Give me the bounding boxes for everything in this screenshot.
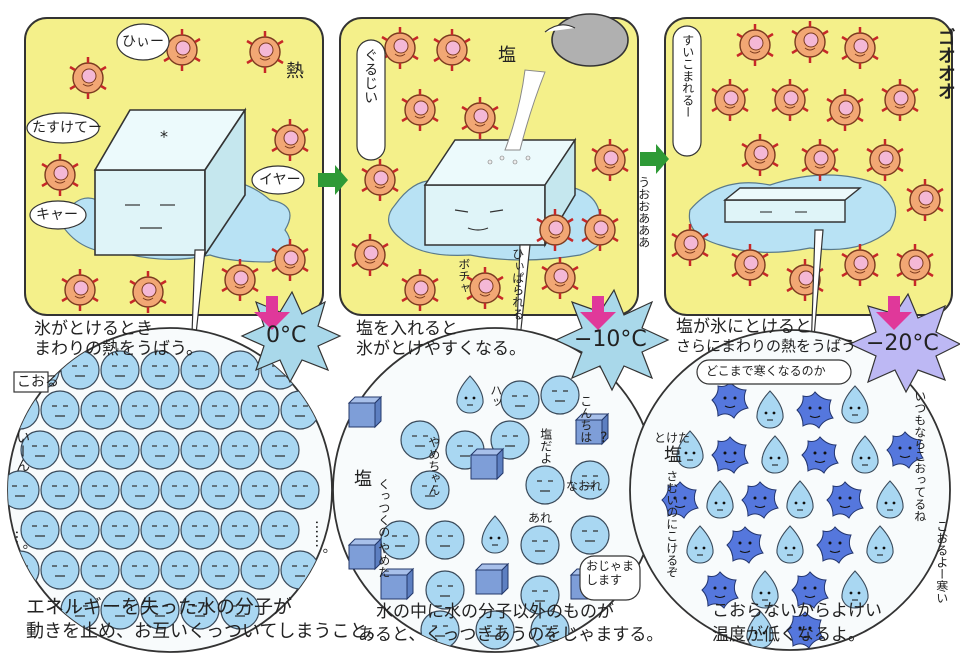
label-salt-c2: 塩 bbox=[354, 469, 372, 490]
speech-iyaa: イヤー bbox=[259, 172, 301, 188]
label-salt: 塩 bbox=[498, 45, 516, 66]
molecule-circle-3 bbox=[629, 329, 951, 651]
speech-itsumo-nara: いつもならこおってるね bbox=[912, 390, 927, 522]
speech-ha: ハッ bbox=[488, 384, 503, 408]
speech-kyaa: キャー bbox=[36, 207, 78, 223]
caption-2-line-2: 氷がとけやすくなる。 bbox=[356, 339, 526, 359]
temperature-minus-20c: −20°C bbox=[866, 331, 939, 356]
speech-naore: なおれ bbox=[566, 479, 603, 493]
speech-bocha: ボチャ bbox=[456, 258, 471, 294]
caption-1-line-2: まわりの熱をうばう。 bbox=[34, 339, 203, 359]
caption-3-line-1: 塩が氷にとけると bbox=[676, 317, 812, 337]
temperature-0c: 0°C bbox=[266, 323, 307, 348]
caption-2-line-1: 塩を入れると bbox=[356, 319, 458, 339]
speech-uoo: うおおあああ bbox=[636, 176, 651, 248]
caption-c3-line-2: 温度が低くなるよ。 bbox=[712, 625, 865, 645]
panel-2 bbox=[339, 13, 639, 316]
caption-c2-line-1: 水の中に水の分子以外のものが bbox=[376, 602, 614, 622]
panel-1 bbox=[24, 17, 324, 316]
caption-3-line-2: さらにまわりの熱をうばう bbox=[676, 337, 857, 355]
label-shio-c3: 塩 bbox=[664, 445, 682, 466]
speech-are: あれ bbox=[528, 511, 553, 525]
temperature-burst-3 bbox=[848, 292, 960, 394]
salt-cube-outside bbox=[348, 396, 382, 428]
speech-konnichiwa: こんちは bbox=[578, 395, 593, 443]
label-heat: 熱 bbox=[286, 61, 304, 82]
magenta-arrow-3 bbox=[876, 296, 912, 330]
speech-hipparareru: ひぃぱられる bbox=[510, 248, 525, 320]
caption-c3-line-1: こおらないからよけい bbox=[712, 601, 882, 621]
speech-suikomareru: すいこまれるー bbox=[680, 34, 695, 118]
speech-kooru-yo-samui: こおるよー寒い bbox=[934, 520, 949, 604]
green-arrow-1 bbox=[318, 165, 348, 195]
green-arrow-2 bbox=[640, 144, 669, 174]
magenta-arrow-2 bbox=[580, 296, 616, 330]
ice-mark: * bbox=[160, 127, 168, 146]
salt-container bbox=[544, 13, 629, 67]
dots-right: ……。 bbox=[312, 520, 329, 562]
speech-kuttsuku-yameta: くっつくの やめた bbox=[376, 478, 391, 578]
speech-yamechan: やめちゃん bbox=[426, 436, 441, 496]
speech-hii: ひぃー bbox=[122, 34, 164, 50]
panel-3 bbox=[664, 17, 953, 316]
thin-ice-slab bbox=[723, 187, 862, 223]
speech-samui-noni: さむいのにこけるぞ bbox=[664, 470, 679, 578]
tag-kooru: こおる bbox=[17, 374, 59, 390]
magenta-arrow-1 bbox=[254, 296, 290, 330]
caption-c1-line-1: エネルギーを失った水の分子が bbox=[26, 596, 293, 618]
caption-1-line-1: 氷がとけるとき bbox=[34, 319, 153, 339]
bubble-dokomade: どこまで寒くなるのか bbox=[706, 364, 826, 378]
speech-gurujii: ぐるじい bbox=[362, 48, 379, 104]
temperature-minus-10c: −10°C bbox=[574, 327, 647, 352]
speech-question: ? bbox=[600, 430, 608, 446]
ice-cube bbox=[93, 107, 247, 258]
caption-c2-line-2: あると、くっつきあうのをじゃまする。 bbox=[358, 625, 664, 645]
label-toketa: とけた bbox=[654, 431, 691, 445]
caption-c1-line-2: 動きを止め、お互いくっついてしまうこと。 bbox=[26, 621, 386, 642]
molecule-circle-1 bbox=[7, 327, 333, 653]
salt-stream bbox=[487, 69, 546, 165]
dots-left: …。 bbox=[12, 530, 29, 558]
speech-iin: いーん bbox=[14, 430, 31, 472]
speech-shio-dayo: 塩だよ bbox=[538, 428, 553, 464]
speech-tasukete: たすけてー bbox=[32, 120, 102, 136]
speech-ojama-shimasu: おじゃま します bbox=[586, 559, 635, 587]
sound-gooo: ゴオオオ bbox=[934, 28, 956, 100]
